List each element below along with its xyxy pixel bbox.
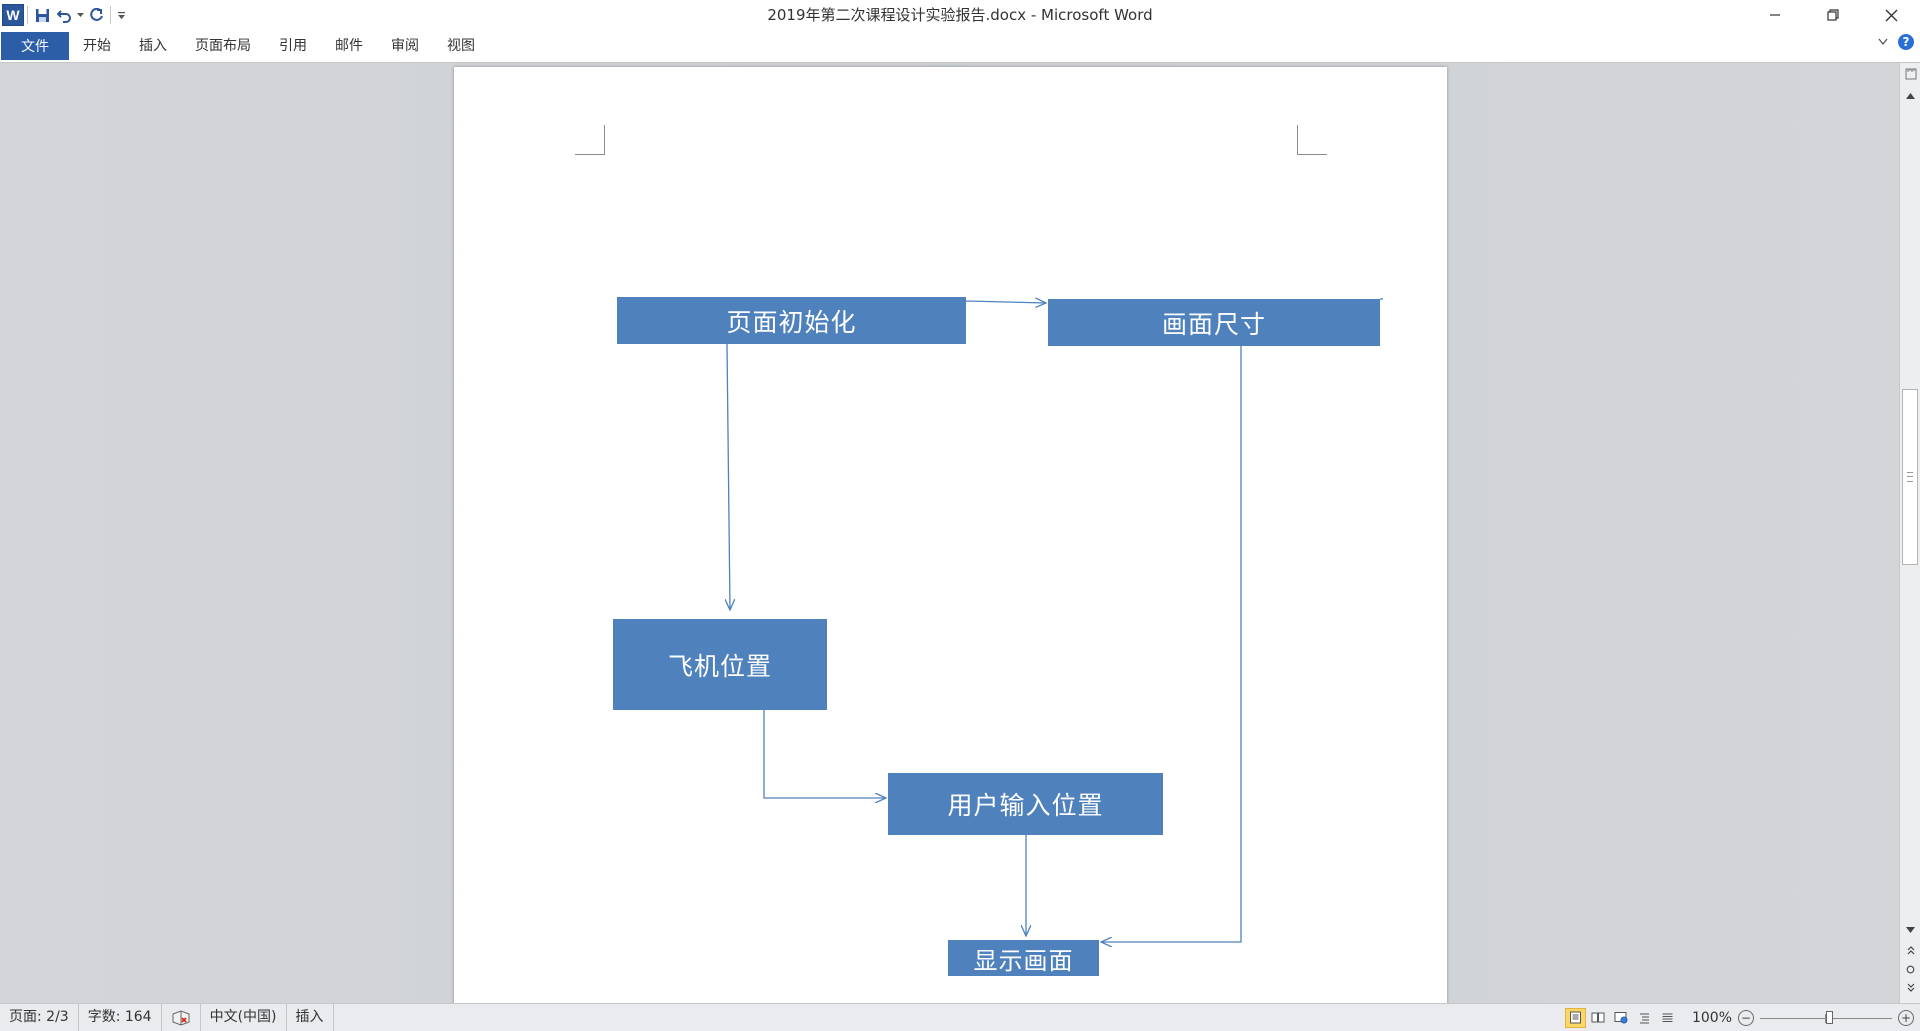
title-bar: W: [0, 0, 1920, 30]
print-layout-view-button[interactable]: [1564, 1007, 1586, 1028]
redo-icon: [89, 7, 103, 21]
expand-ribbon-button[interactable]: [1878, 38, 1888, 46]
outline-view-button[interactable]: [1634, 1008, 1655, 1028]
minimize-button[interactable]: [1746, 0, 1804, 30]
connector-init-to-size: [965, 301, 1046, 303]
undo-dropdown[interactable]: [75, 4, 85, 26]
previous-page-button[interactable]: [1900, 941, 1920, 959]
flowchart-box-user-input-position[interactable]: 用户输入位置: [888, 773, 1163, 835]
proofing-status[interactable]: [162, 1004, 201, 1031]
scroll-thumb-grip: [1907, 472, 1913, 482]
ruler-icon: [1905, 68, 1916, 80]
qat-separator: [110, 6, 111, 24]
qat-separator: [27, 6, 28, 24]
window-controls: [1746, 0, 1920, 30]
status-insert-mode[interactable]: 插入: [287, 1004, 334, 1031]
flowchart-box-screen-size[interactable]: 画面尺寸: [1048, 299, 1380, 346]
help-button[interactable]: ?: [1898, 34, 1914, 50]
browse-object-button[interactable]: [1900, 960, 1920, 978]
flowchart-box-display-screen[interactable]: 显示画面: [948, 940, 1099, 976]
connector-plane-to-input: [763, 710, 886, 798]
flowchart-box-plane-position[interactable]: 飞机位置: [613, 619, 827, 710]
zoom-out-button[interactable]: −: [1738, 1009, 1754, 1026]
document-page[interactable]: 页面初始化 画面尺寸 飞机位置 用户输入位置 显示画面: [454, 67, 1447, 1003]
tab-view[interactable]: 视图: [447, 38, 475, 54]
print-layout-icon: [1569, 1011, 1581, 1024]
status-page-count[interactable]: 页面: 2/3: [0, 1004, 79, 1031]
view-and-zoom-controls: 100% − +: [1564, 1004, 1920, 1031]
restore-button[interactable]: [1804, 0, 1862, 30]
minimize-icon: [1770, 14, 1780, 16]
zoom-in-button[interactable]: +: [1898, 1009, 1914, 1026]
redo-button[interactable]: [85, 4, 107, 26]
outline-icon: [1639, 1013, 1649, 1024]
status-word-count[interactable]: 字数: 164: [79, 1004, 162, 1031]
undo-button[interactable]: [53, 4, 75, 26]
arrow-up-icon: [1906, 93, 1915, 99]
circle-icon: [1906, 965, 1915, 973]
scroll-thumb[interactable]: [1902, 389, 1918, 565]
document-workspace[interactable]: 页面初始化 画面尺寸 飞机位置 用户输入位置 显示画面: [0, 63, 1899, 1003]
connector-init-to-plane: [727, 343, 730, 610]
window-title: 2019年第二次课程设计实验报告.docx - Microsoft Word: [767, 6, 1153, 24]
crop-mark-top-left: [575, 125, 605, 155]
quick-access-toolbar: W: [0, 0, 128, 30]
chevron-down-icon: [1878, 38, 1888, 46]
chevron-down-icon: [76, 12, 84, 17]
full-screen-reading-view-button[interactable]: [1588, 1008, 1609, 1028]
arrow-down-icon: [1906, 927, 1915, 933]
tab-insert[interactable]: 插入: [139, 38, 167, 54]
tab-references[interactable]: 引用: [279, 38, 307, 54]
draft-view-button[interactable]: [1657, 1008, 1678, 1028]
vertical-scrollbar[interactable]: [1899, 63, 1920, 1003]
reading-view-icon: [1591, 1012, 1605, 1023]
tab-mailings[interactable]: 邮件: [335, 38, 363, 54]
scroll-up-button[interactable]: [1900, 87, 1920, 105]
ruler-toggle-button[interactable]: [1900, 65, 1920, 83]
zoom-level-button[interactable]: 100%: [1691, 1009, 1732, 1026]
close-icon: [1885, 9, 1897, 21]
web-layout-icon: [1614, 1012, 1628, 1024]
flowchart-box-page-init[interactable]: 页面初始化: [617, 297, 966, 344]
save-icon: [35, 8, 49, 22]
customize-qat-button[interactable]: [114, 4, 128, 26]
scroll-down-button[interactable]: [1900, 921, 1920, 939]
save-button[interactable]: [31, 4, 53, 26]
close-button[interactable]: [1862, 0, 1920, 30]
crop-mark-top-right: [1297, 125, 1327, 155]
draft-icon: [1662, 1013, 1673, 1022]
status-language[interactable]: 中文(中国): [201, 1004, 287, 1031]
zoom-slider-center-tick: [1825, 1013, 1826, 1023]
flowchart-connectors: [454, 67, 1383, 1003]
double-chevron-up-icon: [1907, 946, 1914, 955]
tab-home[interactable]: 开始: [83, 38, 111, 54]
tab-file[interactable]: 文件: [1, 32, 69, 60]
undo-icon: [56, 9, 71, 23]
ribbon-right-controls: ?: [1878, 34, 1914, 50]
web-layout-view-button[interactable]: [1611, 1008, 1632, 1028]
word-app-icon[interactable]: W: [2, 4, 24, 26]
word-logo: W: [2, 4, 24, 26]
connector-size-to-show: [1101, 346, 1242, 942]
proofing-book-icon: [172, 1009, 190, 1026]
tab-page-layout[interactable]: 页面布局: [195, 38, 251, 54]
tab-review[interactable]: 审阅: [391, 38, 419, 54]
status-bar: 页面: 2/3 字数: 164 中文(中国) 插入: [0, 1003, 1920, 1031]
next-page-button[interactable]: [1900, 979, 1920, 997]
zoom-slider-thumb[interactable]: [1826, 1010, 1833, 1024]
restore-icon: [1827, 9, 1839, 21]
ribbon-tab-bar: 文件 开始 插入 页面布局 引用 邮件 审阅 视图 ?: [0, 30, 1920, 63]
customize-icon: [117, 11, 125, 19]
zoom-slider[interactable]: [1760, 1010, 1892, 1025]
double-chevron-down-icon: [1907, 983, 1914, 992]
